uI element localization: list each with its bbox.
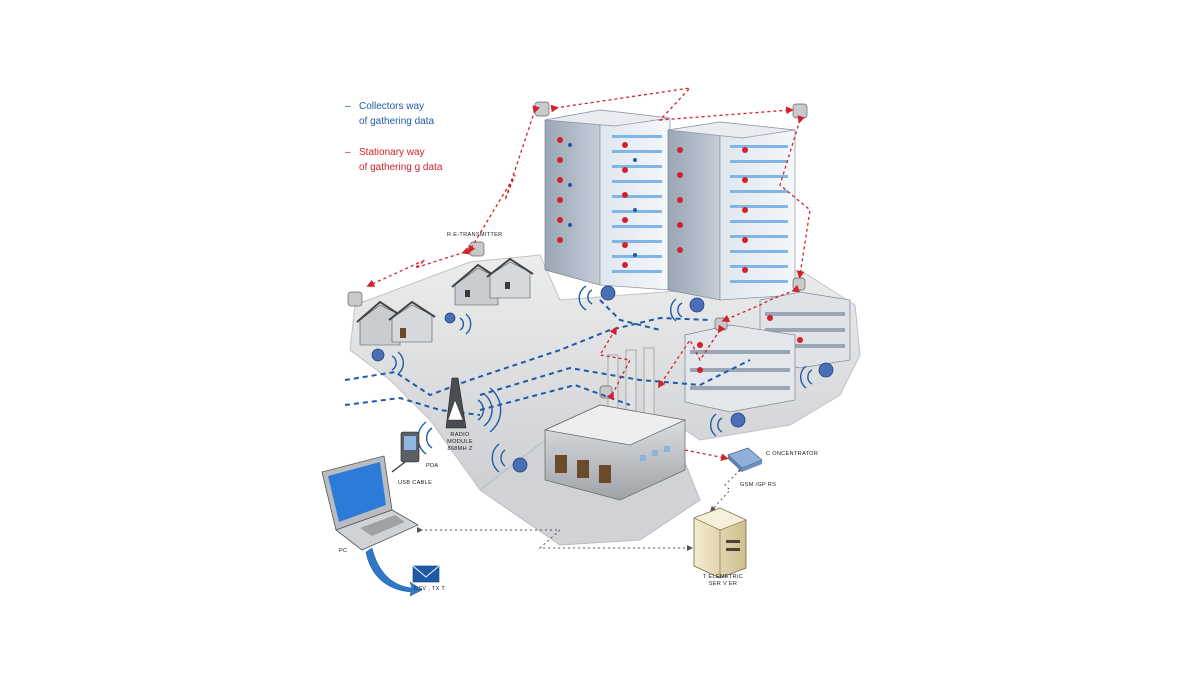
pda-icon	[391, 431, 420, 473]
water-meter-icon	[371, 285, 834, 473]
apartment-building-icon	[667, 121, 796, 301]
legend-collectors-line2: of gathering data	[359, 116, 435, 127]
label-telemetric-server: T ELEMETRIC SER V ER	[698, 574, 748, 588]
legend-dash: –	[345, 147, 351, 158]
data-links	[417, 465, 745, 551]
legend-stationary-line2: of gathering g data	[359, 162, 443, 173]
label-csv-txt: CSV , TX T	[414, 586, 446, 592]
label-radio-line1: RADIO	[450, 432, 470, 438]
label-usb-cable: USB CABLE	[398, 480, 433, 486]
apartment-building-icon	[544, 109, 671, 291]
concentrator-icon	[727, 447, 763, 472]
label-pda: PDA	[426, 463, 439, 469]
stationary-path	[366, 87, 811, 462]
legend-collectors: –Collectors way of gathering data	[345, 99, 434, 129]
label-concentrator: C ONCENTRATOR	[766, 451, 819, 457]
house-icon	[356, 257, 534, 346]
label-pc: PC	[339, 548, 348, 554]
label-server-line1: T ELEMETRIC	[702, 574, 744, 580]
label-radio-module: RADIO MODULE 868MH Z	[440, 432, 480, 453]
radio-module-icon	[445, 377, 467, 429]
label-server-line2: SER V ER	[708, 581, 738, 587]
server-icon	[693, 507, 747, 579]
legend-stationary: –Stationary way of gathering g data	[345, 145, 442, 175]
legend-collectors-line1: Collectors way	[359, 101, 425, 112]
label-radio-line2: MODULE	[447, 439, 473, 445]
label-radio-line3: 868MH Z	[447, 446, 473, 452]
email-icon	[412, 565, 440, 583]
laptop-icon	[321, 455, 419, 551]
label-retransmitter: R E-TRANSMITTER	[447, 232, 503, 238]
legend-dash: –	[345, 101, 351, 112]
label-gsm-gprs: GSM /GP RS	[740, 482, 777, 488]
legend-stationary-line1: Stationary way	[359, 147, 425, 158]
